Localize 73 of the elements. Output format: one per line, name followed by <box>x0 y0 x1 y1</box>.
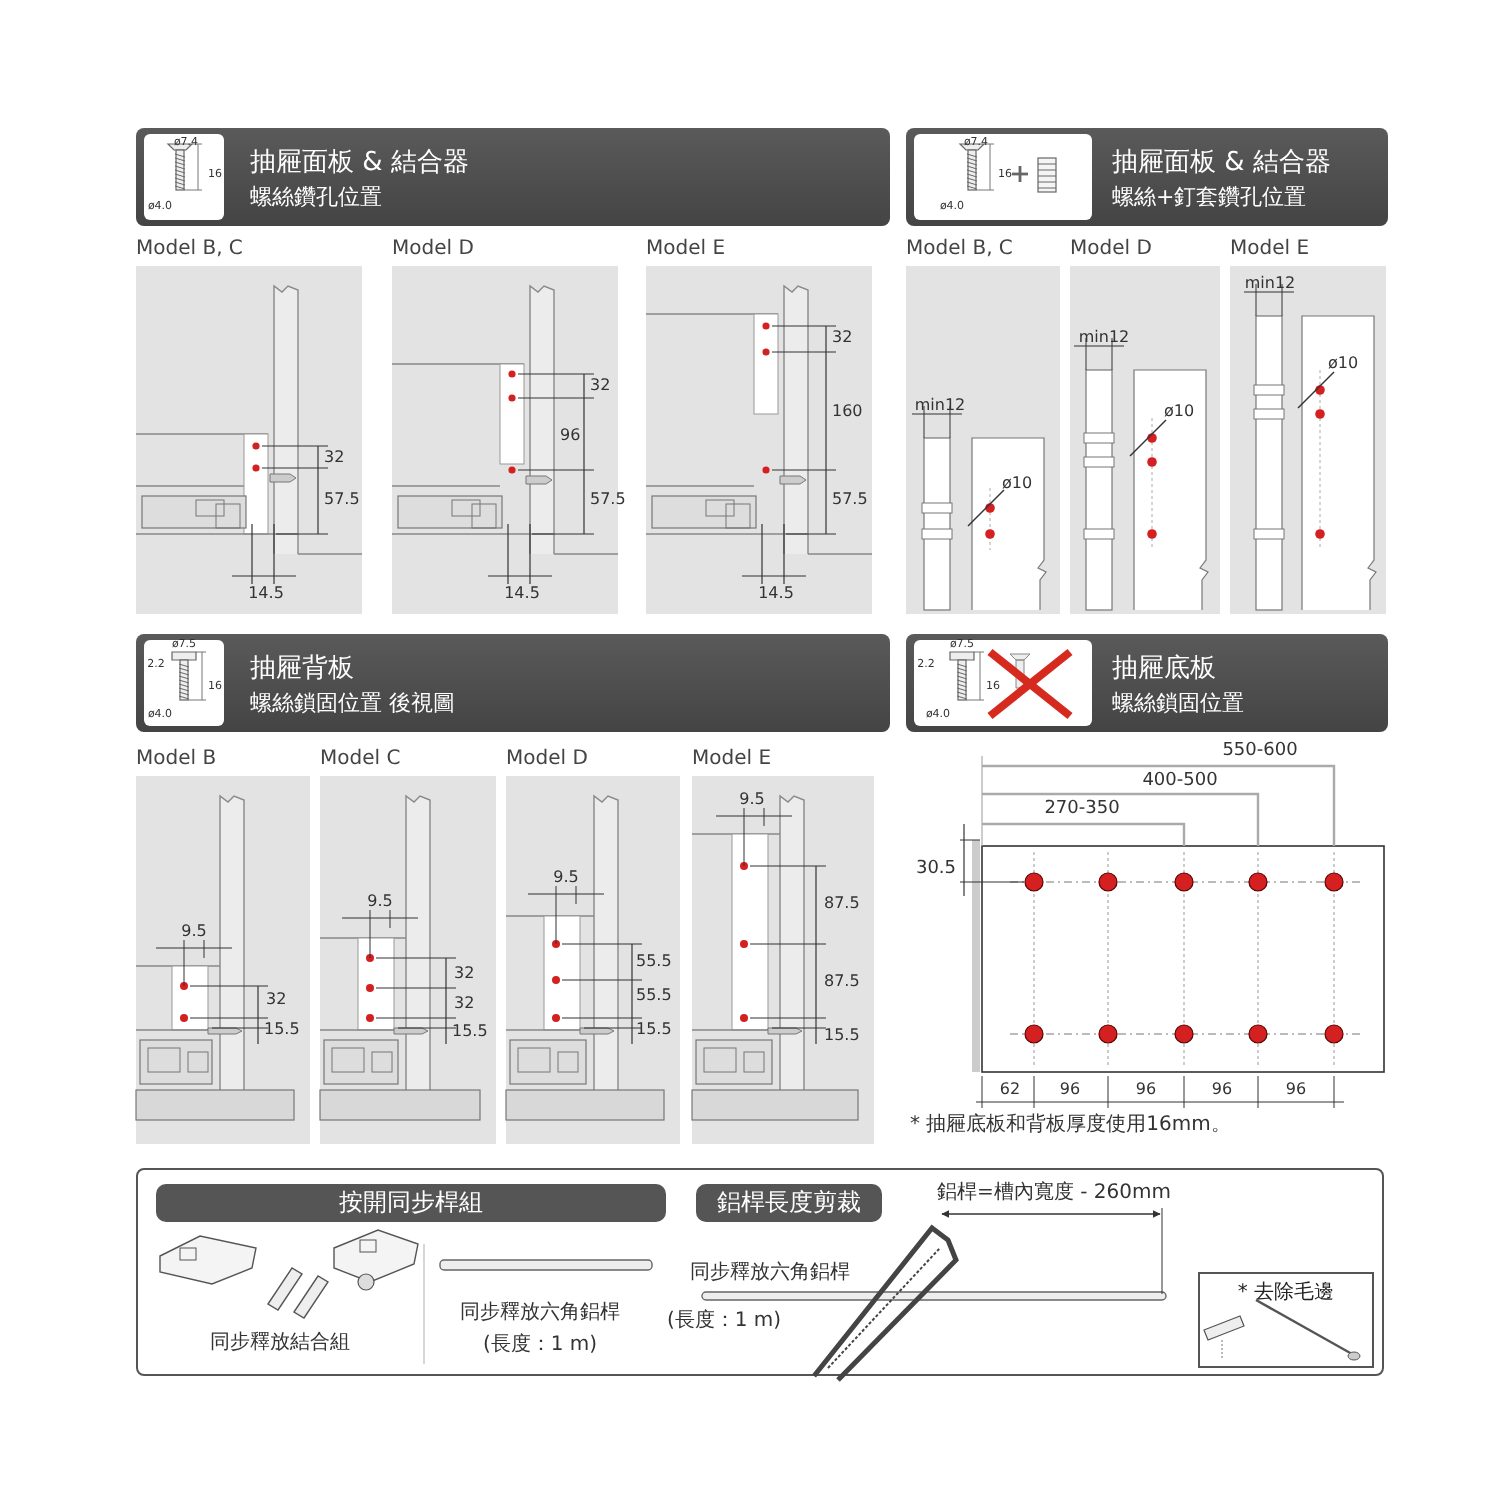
model-label: Model E <box>646 240 726 260</box>
dimension-label: 160 <box>832 404 863 420</box>
dimension-label: 57.5 <box>832 492 868 508</box>
dimension-label: 87.5 <box>824 896 860 912</box>
dimension-label: 87.5 <box>824 974 860 990</box>
dimension-label: ø10 <box>1164 404 1195 420</box>
dimension-label: 9.5 <box>367 894 393 910</box>
dimension-label: 32 <box>832 330 853 346</box>
dimension-label: 14.5 <box>248 586 284 602</box>
dimension-label: 57.5 <box>590 492 626 508</box>
footnote: * 抽屜底板和背板厚度使用16mm。 <box>910 1116 1231 1136</box>
dimension-label: 57.5 <box>324 492 360 508</box>
header-subtitle: 螺絲鑽孔位置 <box>250 182 382 212</box>
dimension-label: 鋁桿=槽內寬度 - 260mm <box>937 1184 1171 1204</box>
dimension-label: 15.5 <box>264 1022 300 1038</box>
model-label: Model B, C <box>136 240 243 260</box>
part-caption: (長度：1 m) <box>666 1312 782 1332</box>
dimension-label: 32 <box>454 996 475 1012</box>
header-title: 抽屜面板 & 結合器 <box>1112 146 1331 180</box>
dimension-label: 96 <box>1135 1082 1157 1098</box>
dimension-label: 15.5 <box>824 1028 860 1044</box>
model-label: Model E <box>692 750 772 770</box>
dimension-label: min12 <box>1244 276 1296 292</box>
section-title: 鋁桿長度剪裁 <box>696 1184 882 1222</box>
dimension-label: 9.5 <box>739 792 765 808</box>
dimension-label: 30.5 <box>915 861 957 879</box>
dimension-label: 55.5 <box>636 954 672 970</box>
model-label: Model B <box>136 750 217 770</box>
dimension-label: 62 <box>999 1082 1021 1098</box>
section-header <box>136 634 890 732</box>
dimension-label: 15.5 <box>636 1022 672 1038</box>
dimension-label: 32 <box>266 992 287 1008</box>
dimension-label: 96 <box>1211 1082 1233 1098</box>
part-caption: 同步釋放結合組 <box>210 1334 350 1354</box>
dimension-label: 9.5 <box>181 924 207 940</box>
dimension-label: 14.5 <box>504 586 540 602</box>
dimension-label: min12 <box>914 398 966 414</box>
dimension-label: 400-500 <box>1142 773 1218 791</box>
header-subtitle: 螺絲鎖固位置 後視圖 <box>250 688 455 718</box>
dimension-label: 14.5 <box>758 586 794 602</box>
dimension-label: 270-350 <box>1044 801 1120 819</box>
header-title: 抽屜底板 <box>1112 652 1216 686</box>
dimension-label: 32 <box>454 966 475 982</box>
section-title: 按開同步桿組 <box>156 1184 666 1222</box>
header-subtitle: 螺絲鎖固位置 <box>1112 688 1244 718</box>
instruction-panel <box>136 1168 1384 1376</box>
model-label: Model B, C <box>906 240 1013 260</box>
dimension-label: 55.5 <box>636 988 672 1004</box>
dimension-label: 96 <box>560 428 581 444</box>
model-label: Model D <box>506 750 588 770</box>
dimension-label: ø10 <box>1328 356 1359 372</box>
dimension-label: 15.5 <box>452 1024 488 1040</box>
model-label: Model D <box>392 240 474 260</box>
dimension-label: 32 <box>590 378 611 394</box>
part-caption: (長度：1 m) <box>482 1336 598 1356</box>
dimension-label: 96 <box>1285 1082 1307 1098</box>
dimension-label: 9.5 <box>553 870 579 886</box>
model-label: Model D <box>1070 240 1152 260</box>
model-label: Model C <box>320 750 401 770</box>
part-caption: 同步釋放六角鋁桿 <box>460 1304 620 1324</box>
header-subtitle: 螺絲+釘套鑽孔位置 <box>1112 182 1307 212</box>
note-box <box>1198 1272 1374 1368</box>
dimension-label: 96 <box>1059 1082 1081 1098</box>
dimension-label: 550-600 <box>1222 743 1298 761</box>
header-title: 抽屜背板 <box>250 652 354 686</box>
dimension-label: 32 <box>324 450 345 466</box>
part-caption: 同步釋放六角鋁桿 <box>690 1264 850 1284</box>
dimension-label: ø10 <box>1002 476 1033 492</box>
dimension-label: min12 <box>1078 330 1130 346</box>
note-text: * 去除毛邊 <box>1235 1279 1337 1306</box>
header-title: 抽屜面板 & 結合器 <box>250 146 469 180</box>
section-header <box>136 128 890 226</box>
model-label: Model E <box>1230 240 1310 260</box>
